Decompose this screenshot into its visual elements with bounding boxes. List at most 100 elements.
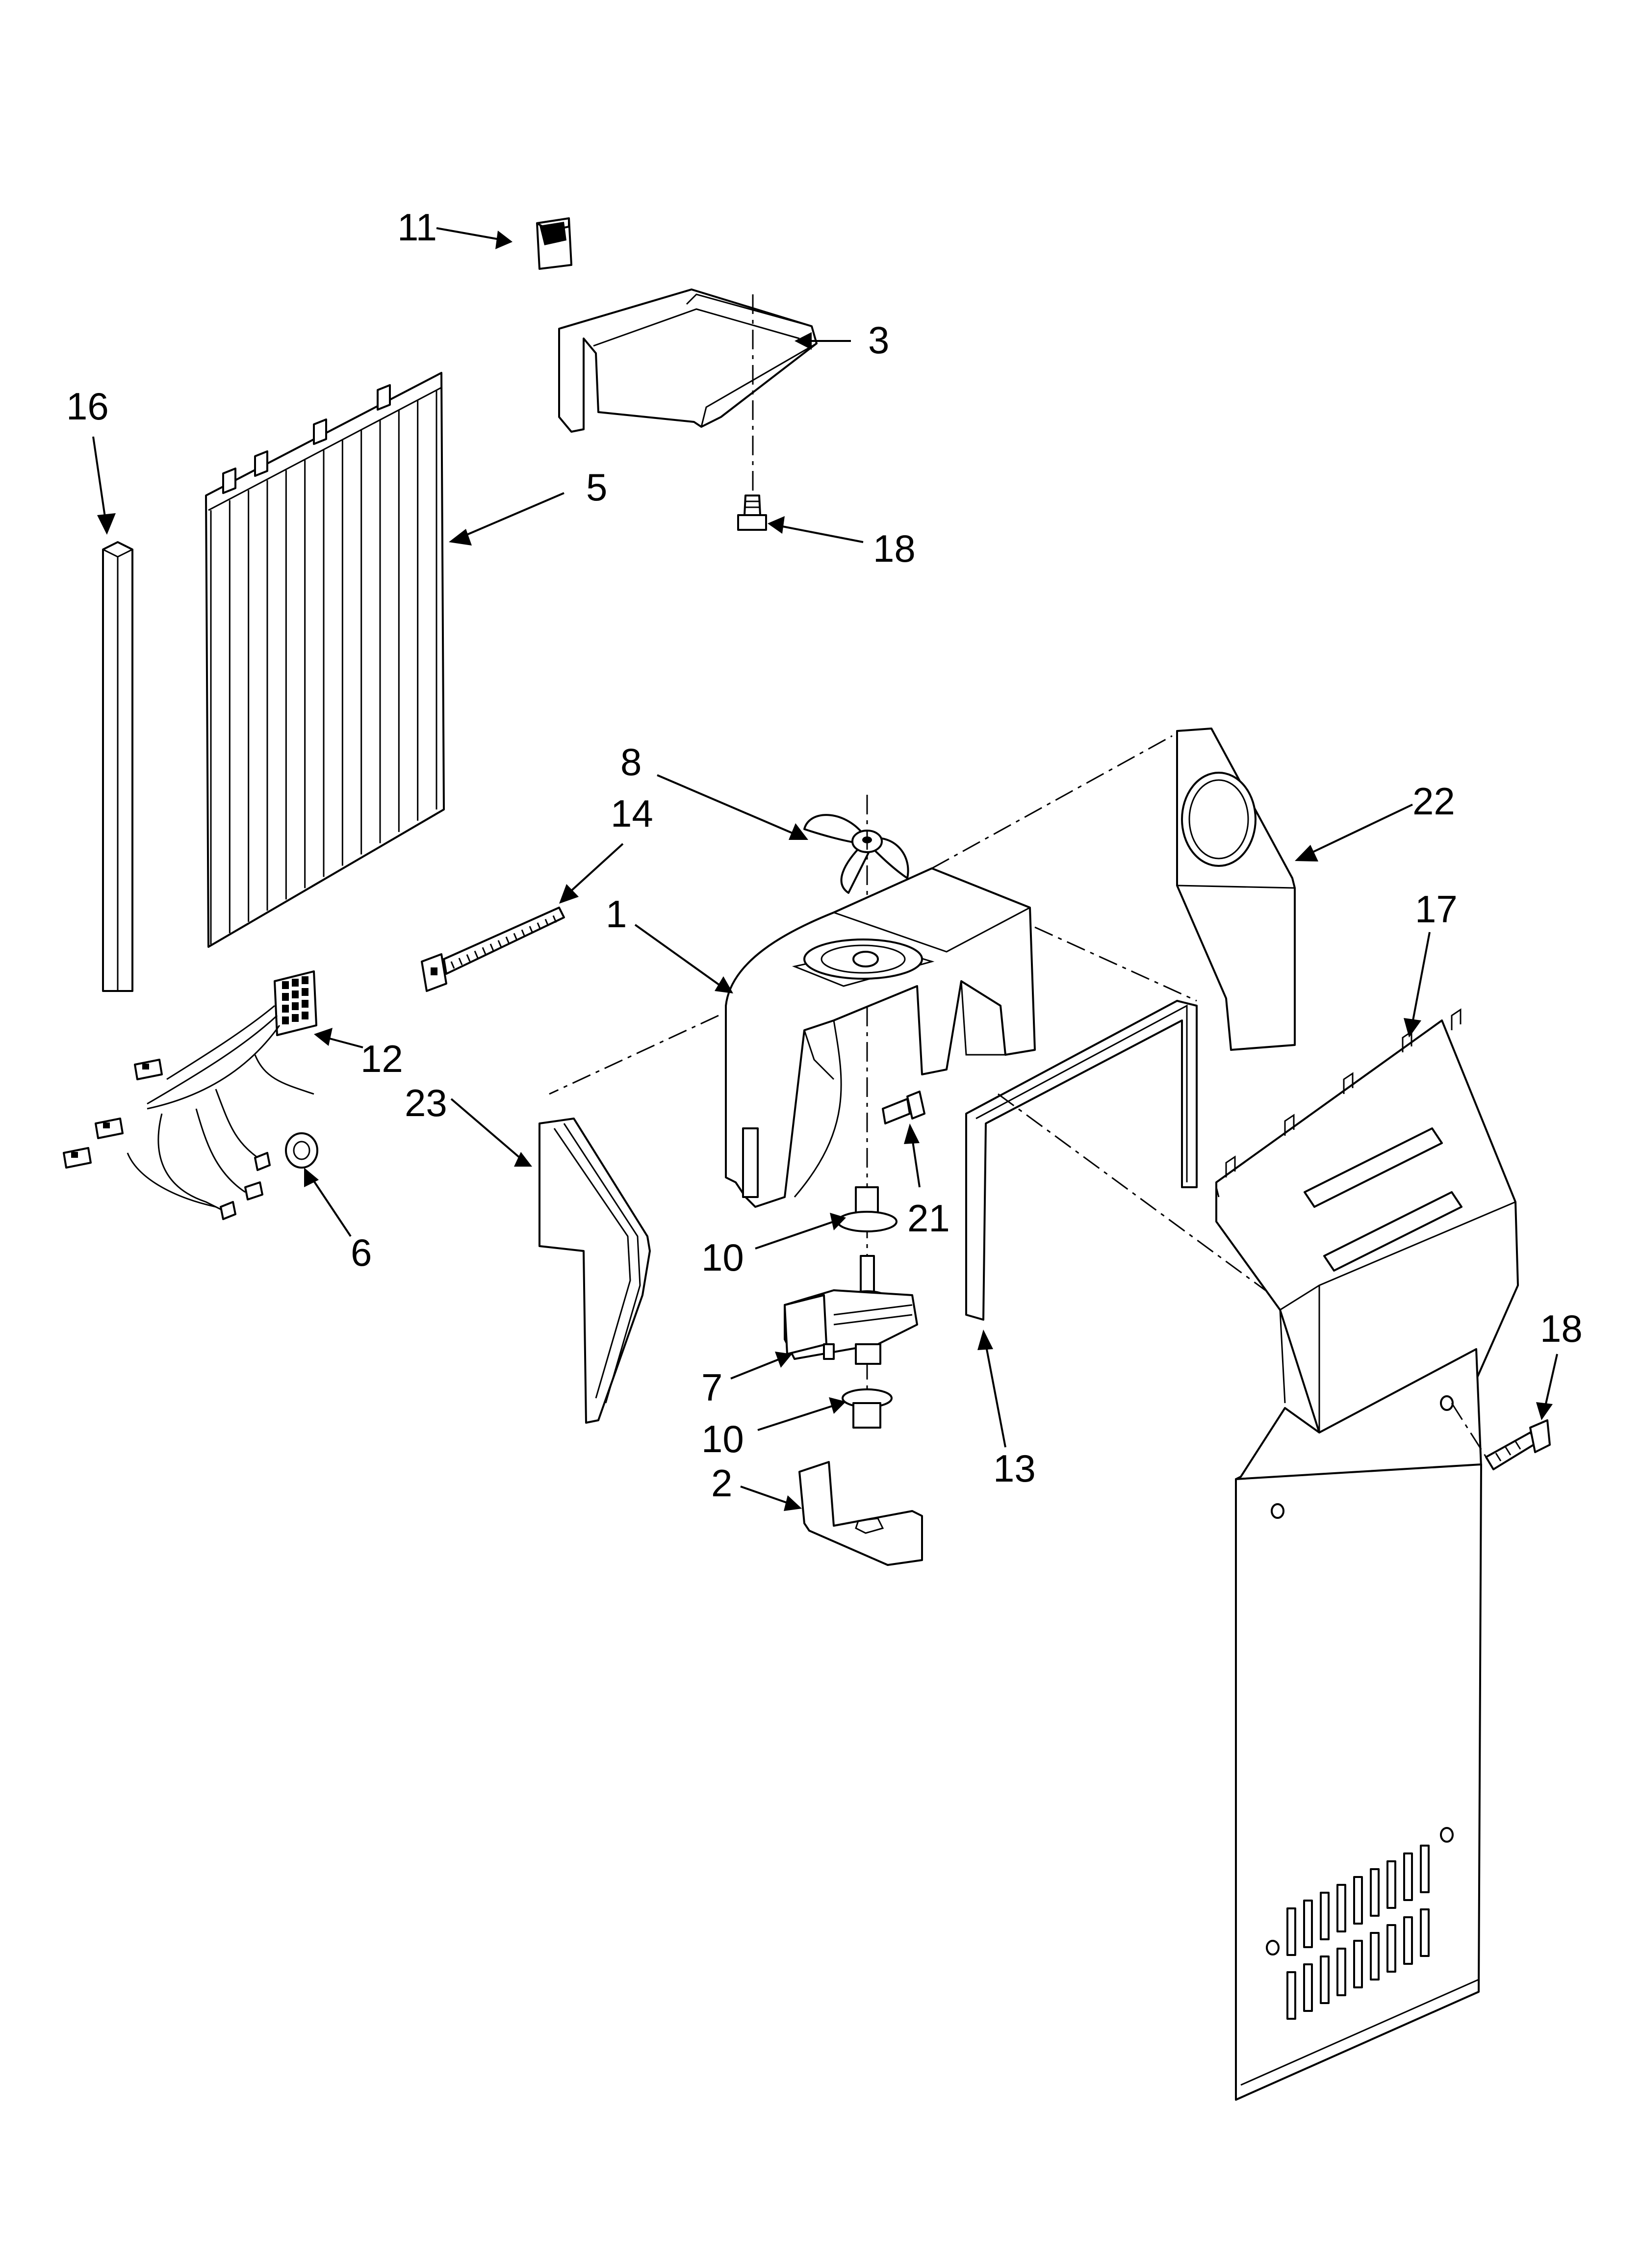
callout-22: 22 [1412, 780, 1455, 823]
tie-tooth [467, 955, 470, 962]
leader-1 [635, 925, 721, 986]
arrow-11 [495, 231, 513, 249]
callout-12: 12 [360, 1037, 403, 1080]
callout-6: 6 [351, 1231, 372, 1274]
part-21-screw [883, 1092, 924, 1123]
leader-16 [93, 437, 105, 520]
vent-slot [1321, 1893, 1329, 1939]
part-10a-bushing [838, 1187, 897, 1231]
arrow-21 [904, 1123, 920, 1144]
arrow-2 [784, 1495, 802, 1511]
connector-pin [292, 979, 299, 987]
notch [1344, 1073, 1353, 1094]
callout-1: 1 [606, 892, 627, 936]
axis-shroud-23 [549, 1016, 718, 1094]
part-13-gasket [966, 1001, 1197, 1320]
arrow-16 [97, 513, 116, 535]
vent-slot [1304, 1901, 1312, 1947]
leader-18b [1545, 1354, 1557, 1408]
callout-11: 11 [397, 206, 437, 249]
part-2-bracket [799, 1462, 922, 1565]
callout-3: 3 [868, 318, 889, 362]
tie-tooth [514, 933, 517, 940]
part-10b-bushing [843, 1389, 892, 1428]
leader-12 [326, 1038, 363, 1047]
tie-tooth [483, 947, 486, 954]
arrow-10a [830, 1213, 846, 1230]
part-3-bracket [559, 289, 817, 432]
vent-slot [1371, 1933, 1379, 1980]
vent-slots [1287, 1846, 1429, 2019]
harness-plugs [64, 1060, 162, 1168]
callout-2: 2 [711, 1461, 732, 1505]
callout-17: 17 [1415, 887, 1458, 931]
tie-tooth [522, 930, 525, 937]
leader-2 [741, 1486, 790, 1504]
tie-tooth [506, 937, 509, 944]
part-8-fan-blade [804, 815, 908, 893]
part-18a-screw [738, 495, 766, 530]
callout-18a: 18 [873, 527, 916, 570]
part-17-duct-cover [1216, 1020, 1518, 2100]
leader-23 [451, 1099, 520, 1158]
axis-18b [1452, 1403, 1486, 1457]
arrow-1 [715, 976, 733, 993]
axis-shroud-13 [1035, 927, 1197, 1001]
arrow-22 [1295, 845, 1318, 861]
tie-tooth [490, 944, 493, 951]
leader-21 [912, 1138, 920, 1187]
connector-pin [302, 1000, 308, 1008]
fins-5 [211, 390, 436, 944]
leader-10a [755, 1222, 834, 1249]
vent-slot [1354, 1941, 1362, 1987]
callout-18b: 18 [1540, 1307, 1583, 1350]
leader-14 [569, 844, 623, 893]
notch [1452, 1010, 1461, 1030]
callout-7: 7 [701, 1366, 722, 1409]
vent-slot [1287, 1908, 1295, 1955]
callout-10a: 10 [701, 1236, 744, 1279]
tie-tooth [530, 926, 533, 933]
callout-23: 23 [405, 1081, 447, 1124]
connector-pin [282, 981, 289, 989]
callout-16: 16 [66, 385, 109, 428]
leader-8 [657, 775, 795, 834]
part-22-side-panel [1177, 729, 1295, 1050]
leader-5 [461, 493, 564, 537]
callout-8: 8 [620, 740, 641, 783]
callout-10b: 10 [701, 1417, 744, 1460]
connector-pin [292, 1014, 299, 1022]
leader-22 [1309, 805, 1412, 854]
tie-tooth [451, 962, 454, 968]
arrow-10b [829, 1397, 846, 1414]
part-1-fan-shroud [726, 868, 1035, 1207]
arrow-13 [977, 1330, 993, 1350]
vent-slot [1371, 1869, 1379, 1916]
vent-slot [1337, 1949, 1345, 1995]
leader-6 [311, 1177, 351, 1236]
arrow-18b [1536, 1402, 1553, 1420]
arrow-5 [449, 529, 472, 546]
arrow-3 [795, 332, 812, 350]
arrow-12 [314, 1028, 333, 1046]
leader-13 [986, 1344, 1005, 1447]
vent-slot [1337, 1885, 1345, 1931]
leader-7 [731, 1359, 780, 1379]
tie-tooth [538, 923, 540, 930]
leader-18a [775, 525, 863, 542]
vent-slot [1387, 1925, 1395, 1972]
notch [1226, 1157, 1235, 1177]
vent-slot [1404, 1853, 1412, 1900]
tie-teeth [451, 915, 556, 968]
leader-17 [1412, 932, 1430, 1023]
part-11-clip [537, 218, 571, 269]
tie-tooth [475, 951, 478, 958]
connector-pin [302, 988, 308, 996]
connector-pin [282, 1005, 289, 1013]
arrow-14 [559, 884, 579, 904]
connector-pins [282, 976, 308, 1024]
tie-tooth [459, 958, 462, 965]
arrow-6 [304, 1168, 319, 1187]
leader-11 [436, 228, 505, 240]
